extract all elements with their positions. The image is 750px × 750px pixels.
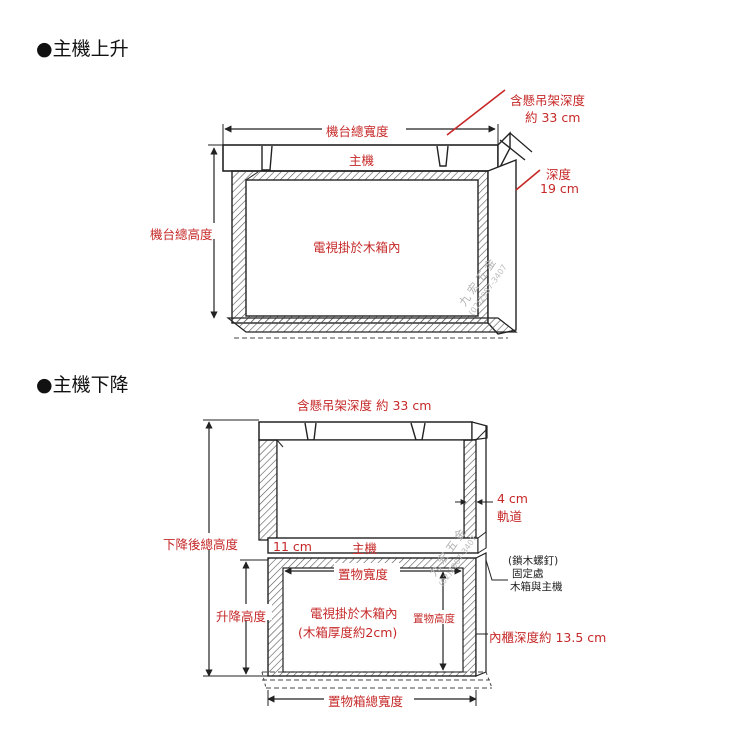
hanger-top	[258, 421, 473, 441]
bullet-icon: ●	[36, 38, 53, 60]
wooden-box-inner	[245, 179, 479, 317]
box-side-depth	[487, 158, 517, 335]
dim-hanger-depth-red	[446, 89, 506, 136]
label-box-total-width: 置物箱總寬度	[328, 694, 404, 709]
hanger-arm	[499, 139, 526, 161]
label-lowered-height: 下降後總高度	[163, 537, 239, 552]
label-inner-depth: 內櫃深度約 13.5 cm	[489, 630, 607, 645]
label-hanger-depth-1: 含懸吊架深度	[510, 93, 586, 108]
bracket-right	[436, 145, 449, 167]
section-up-heading: ●主機上升	[36, 34, 129, 61]
section-down-heading: ●主機下降	[36, 370, 129, 397]
rail-right	[463, 439, 477, 541]
host-unit	[222, 144, 499, 172]
diagram-host-raised	[148, 89, 541, 339]
label-gap-11cm: 11 cm	[273, 539, 312, 554]
label-hanger-depth-2: 約 33 cm	[525, 110, 581, 125]
label-tv-in-box: 電視掛於木箱內	[313, 240, 401, 255]
label-depth-2: 19 cm	[540, 181, 579, 196]
label-total-height: 機台總高度	[150, 227, 213, 242]
label-screw-2: 固定處	[512, 568, 544, 580]
label-screw-3: 木箱與主機	[510, 581, 563, 593]
label-storage-width: 置物寬度	[338, 567, 389, 582]
label-rail: 軌道	[497, 509, 523, 524]
label-host-down: 主機	[352, 541, 378, 556]
label-lift-height: 升降高度	[216, 609, 267, 624]
label-depth-1: 深度	[546, 167, 572, 182]
diagram-host-lowered	[160, 419, 508, 707]
screw-leader	[485, 559, 508, 581]
label-screw-1: (鎖木螺釘)	[508, 555, 559, 567]
label-hanger-depth-lowered: 含懸吊架深度 約 33 cm	[297, 398, 432, 413]
rail-left	[258, 439, 278, 541]
section-down-title: 主機下降	[52, 374, 129, 396]
label-storage-height: 置物高度	[413, 613, 455, 625]
bracket-left	[261, 145, 273, 171]
label-tv-in-box-lowered: 電視掛於木箱內	[310, 606, 398, 621]
label-box-thickness: (木箱厚度約2cm)	[298, 625, 398, 640]
label-host-up: 主機	[349, 153, 375, 168]
label-total-width: 機台總寬度	[326, 124, 389, 139]
bottom-tray	[226, 317, 518, 333]
section-up-title: 主機上升	[52, 38, 129, 60]
bullet-icon: ●	[36, 374, 53, 396]
dim-depth-red	[515, 169, 541, 191]
label-rail-4cm: 4 cm	[497, 491, 528, 506]
